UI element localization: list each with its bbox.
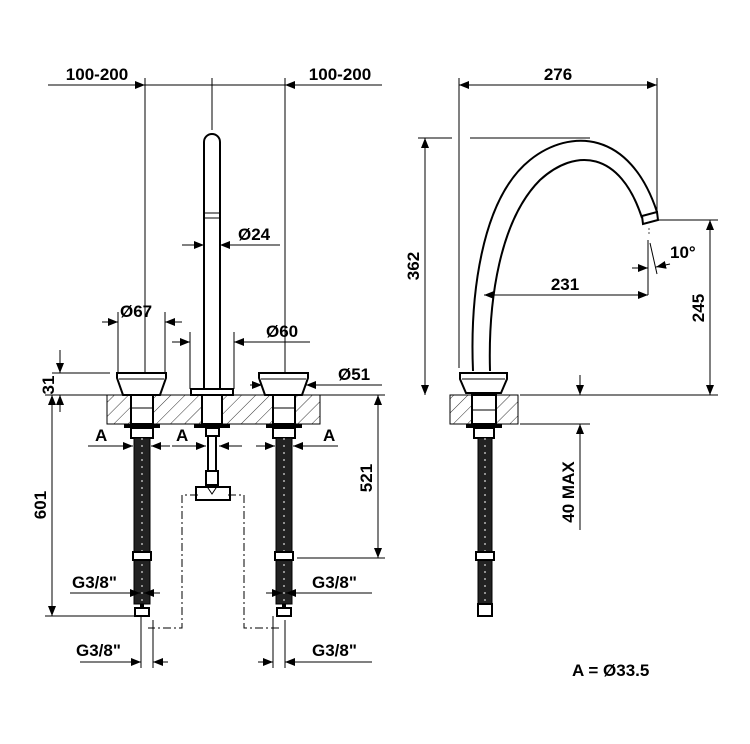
thread-right-lower-label: G3/8" — [312, 641, 357, 660]
outlet-height-label: 245 — [689, 294, 708, 322]
hose-nut — [475, 551, 495, 561]
side-base — [459, 372, 508, 394]
hose-fitting — [134, 607, 150, 617]
reach-label: 276 — [544, 65, 572, 84]
spacing-left-label: 100-200 — [66, 65, 128, 84]
hose-nut — [274, 551, 294, 561]
fitting — [205, 427, 220, 437]
angle-line — [649, 242, 658, 275]
front-view: 100-200 100-200 Ø24 Ø67 Ø60 Ø51 — [31, 65, 385, 668]
right-valve-body — [272, 394, 296, 425]
nut — [466, 424, 502, 428]
aerator — [640, 210, 660, 226]
hose-length-label: 601 — [31, 491, 50, 519]
hole-label-a-center: A — [176, 426, 188, 445]
angle-arrow — [655, 260, 671, 269]
connection-path-left — [148, 494, 198, 629]
left-valve-body — [130, 394, 154, 425]
rosette-diameter-label: Ø51 — [338, 365, 370, 384]
fitting — [130, 427, 154, 439]
nut — [194, 424, 230, 428]
height-label: 362 — [404, 252, 423, 280]
hole-label-a-right: A — [323, 426, 335, 445]
legend-hole-diameter: A = Ø33.5 — [572, 661, 649, 680]
spout-shank — [201, 394, 223, 425]
thread-left-upper-label: G3/8" — [72, 573, 117, 592]
hose-fitting — [477, 603, 493, 617]
handle-diameter-label: Ø67 — [120, 302, 152, 321]
tee-detail — [205, 484, 219, 495]
spout-outer-curve — [471, 139, 658, 372]
fitting — [473, 427, 495, 439]
hole-label-a-left: A — [95, 426, 107, 445]
nut — [124, 424, 160, 428]
tee-fitting — [195, 486, 231, 501]
thread-left-lower-label: G3/8" — [76, 641, 121, 660]
spout-inner-curve — [488, 158, 643, 372]
side-view: 276 362 10° 231 245 — [404, 65, 718, 617]
handle-height-label: 31 — [39, 376, 58, 395]
tee-neck — [205, 470, 219, 486]
spacing-right-label: 100-200 — [309, 65, 371, 84]
angle-label: 10° — [670, 243, 696, 262]
left-handle — [116, 372, 167, 396]
connection-path-right — [228, 494, 280, 629]
nut — [266, 424, 302, 428]
hose-nut — [132, 551, 152, 561]
central-pipe — [207, 435, 217, 472]
fitting — [272, 427, 296, 439]
spout-diameter-label: Ø24 — [238, 225, 271, 244]
right-handle — [258, 372, 309, 396]
spout-reach-label: 231 — [551, 275, 579, 294]
hose-fitting — [276, 607, 292, 617]
pipe-length-label: 521 — [357, 464, 376, 492]
spout-base-diameter-label: Ø60 — [266, 322, 298, 341]
deck-thickness-label: 40 MAX — [559, 461, 578, 523]
thread-right-upper-label: G3/8" — [312, 573, 357, 592]
spout-body — [203, 133, 221, 391]
